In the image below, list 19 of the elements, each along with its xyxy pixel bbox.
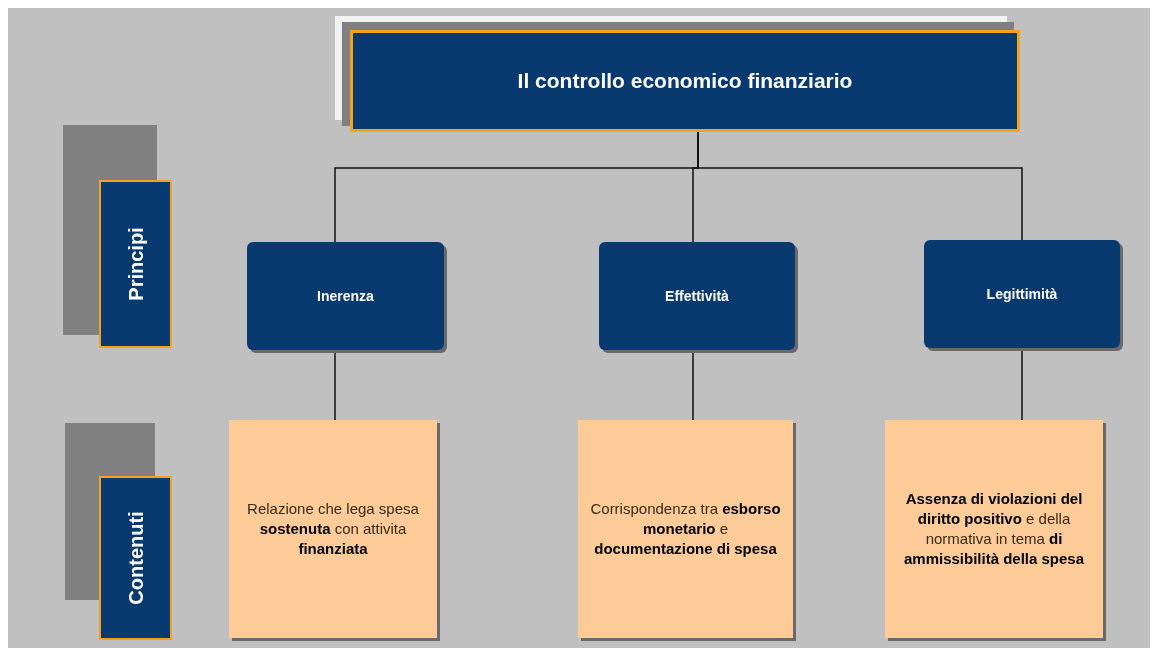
principle-label: Effettività [665, 286, 729, 306]
content-box [578, 420, 793, 638]
principle-label: Inerenza [317, 286, 374, 306]
content-text: Assenza di violazioni del diritto positivo e della normativa in tema di ammissibilità della spesa [902, 489, 1086, 569]
content-text: Relazione che lega spesa sostenuta con attivita finanziata [246, 499, 420, 559]
principle-label: Legittimità [986, 284, 1058, 304]
content-text: Corrispondenza tra esborso monetario e documentazione di spesa [590, 499, 781, 559]
connector-line [697, 131, 1023, 241]
side-tab [99, 476, 172, 640]
content-box [885, 420, 1103, 638]
side-tab [99, 180, 172, 348]
principle-box [599, 242, 795, 350]
title-text: Il controllo economico finanziario [517, 68, 853, 95]
side-label: Principi [123, 227, 148, 301]
side-label: Contenuti [123, 511, 148, 605]
content-box [229, 420, 437, 638]
title-box [350, 30, 1020, 132]
principle-box [247, 242, 444, 350]
principle-box [924, 240, 1120, 348]
